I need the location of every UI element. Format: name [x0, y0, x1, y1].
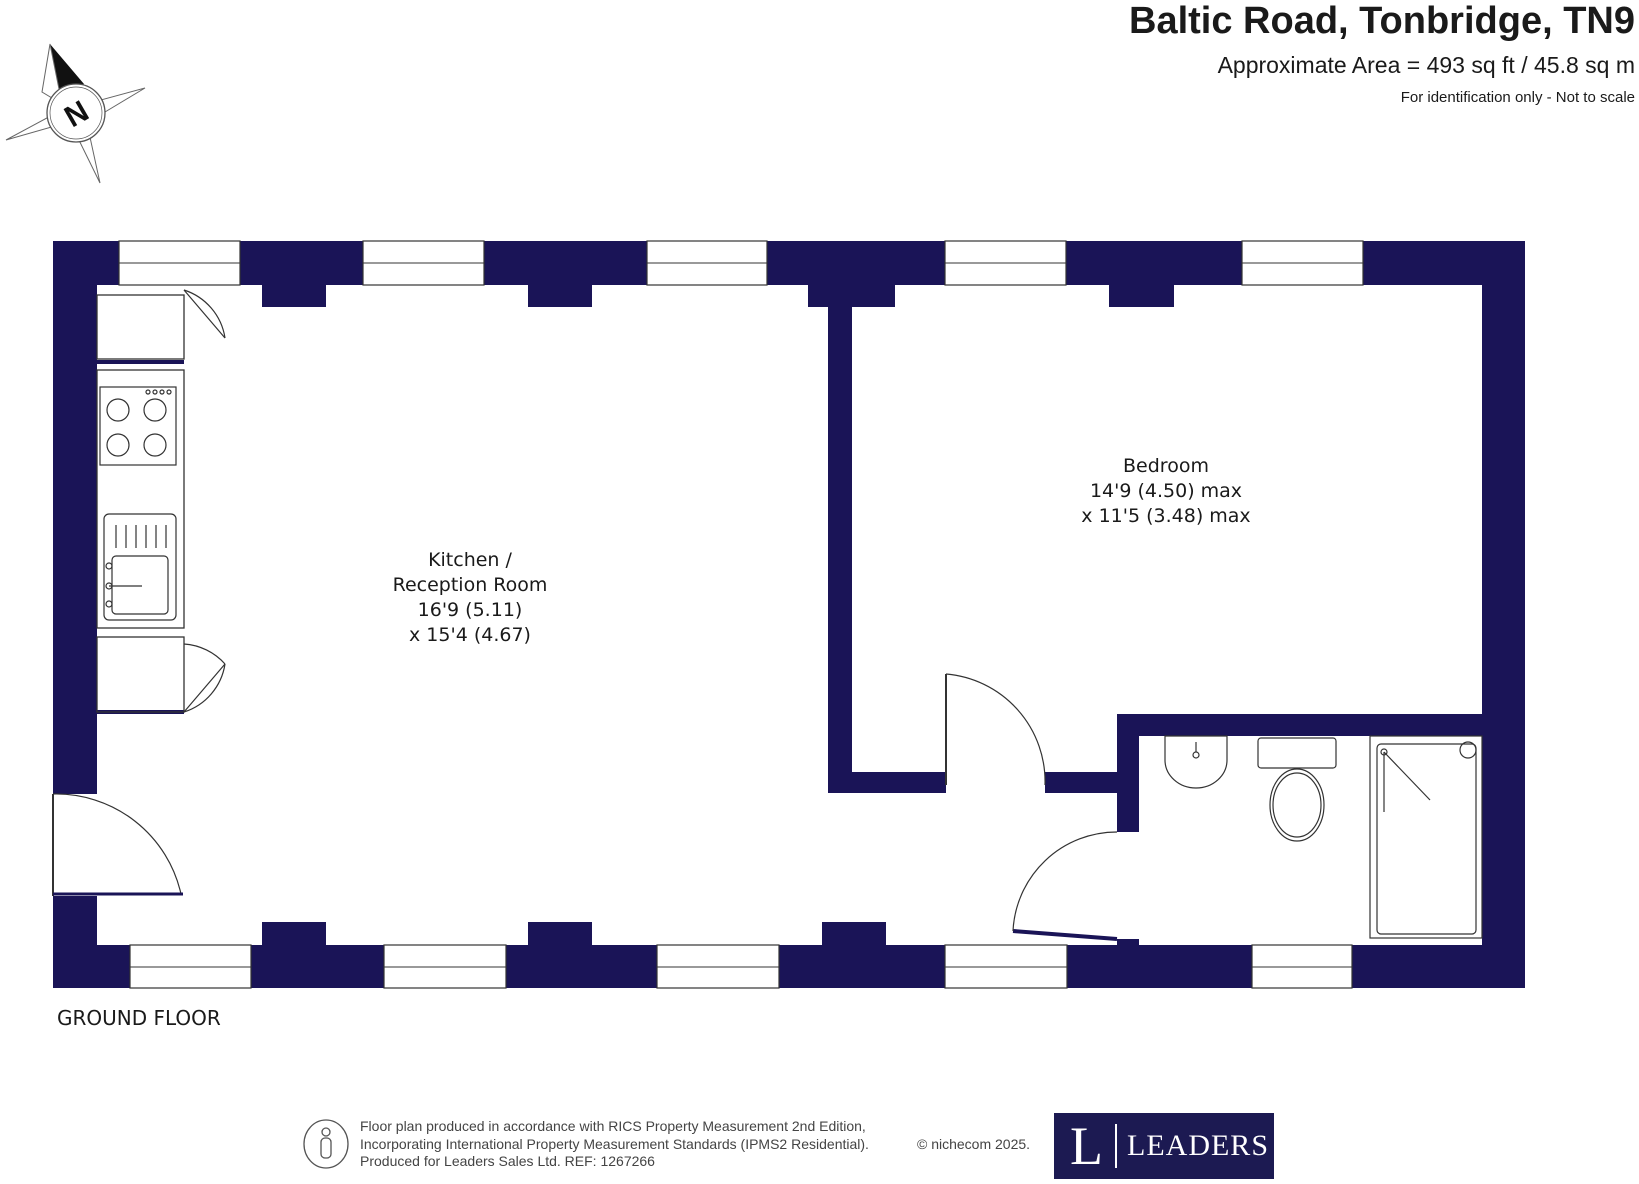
footer-line1: Floor plan produced in accordance with R… — [360, 1118, 866, 1134]
windows — [118, 240, 1364, 989]
sink-icon — [103, 513, 177, 621]
shower-tray-icon — [1369, 735, 1483, 939]
cupboard-doors — [183, 289, 226, 713]
bathroom-door — [1012, 831, 1118, 941]
hob-icon — [99, 386, 177, 466]
cistern-icon — [1257, 737, 1337, 769]
logo-name: LEADERS — [1127, 1129, 1269, 1162]
approximate-area: Approximate Area = 493 sq ft / 45.8 sq m — [1217, 52, 1635, 78]
window-glazing — [119, 262, 1363, 968]
bathroom-fixtures — [1164, 735, 1483, 939]
bedroom-label-line3: x 11'5 (3.48) max — [1081, 505, 1251, 527]
footer-disclaimer: Floor plan produced in accordance with R… — [360, 1118, 869, 1171]
property-title: Baltic Road, Tonbridge, TN9 — [1129, 0, 1635, 42]
logo-divider — [1115, 1124, 1117, 1168]
toilet-icon — [1269, 768, 1325, 842]
kitchen-label-line2: Reception Room — [392, 574, 548, 596]
bedroom-label: Bedroom 14'9 (4.50) max x 11'5 (3.48) ma… — [1081, 454, 1250, 529]
kitchen-label-line1: Kitchen / — [428, 549, 512, 571]
entrance-door — [52, 793, 183, 896]
person-icon — [303, 1119, 349, 1169]
compass-icon: N — [5, 43, 146, 184]
bedroom-label-line1: Bedroom — [1123, 455, 1209, 477]
bedroom-door — [945, 673, 1046, 786]
kitchen-units — [96, 294, 185, 714]
footer-line3: Produced for Leaders Sales Ltd. REF: 126… — [360, 1153, 655, 1169]
walls — [53, 241, 1525, 988]
kitchen-reception-label: Kitchen / Reception Room 16'9 (5.11) x 1… — [393, 548, 548, 648]
logo-letter: L — [1070, 1116, 1103, 1176]
basin-icon — [1164, 735, 1228, 789]
footer-line2: Incorporating International Property Mea… — [360, 1135, 869, 1152]
bedroom-label-line2: 14'9 (4.50) max — [1089, 480, 1243, 502]
leaders-logo: L LEADERS — [1054, 1113, 1274, 1179]
kitchen-label-line4: x 15'4 (4.67) — [409, 624, 531, 646]
kitchen-label-line3: 16'9 (5.11) — [417, 599, 523, 621]
copyright-credit: © nichecom 2025. — [917, 1136, 1031, 1152]
scale-note: For identification only - Not to scale — [1400, 89, 1635, 106]
floor-label: GROUND FLOOR — [57, 1006, 221, 1030]
